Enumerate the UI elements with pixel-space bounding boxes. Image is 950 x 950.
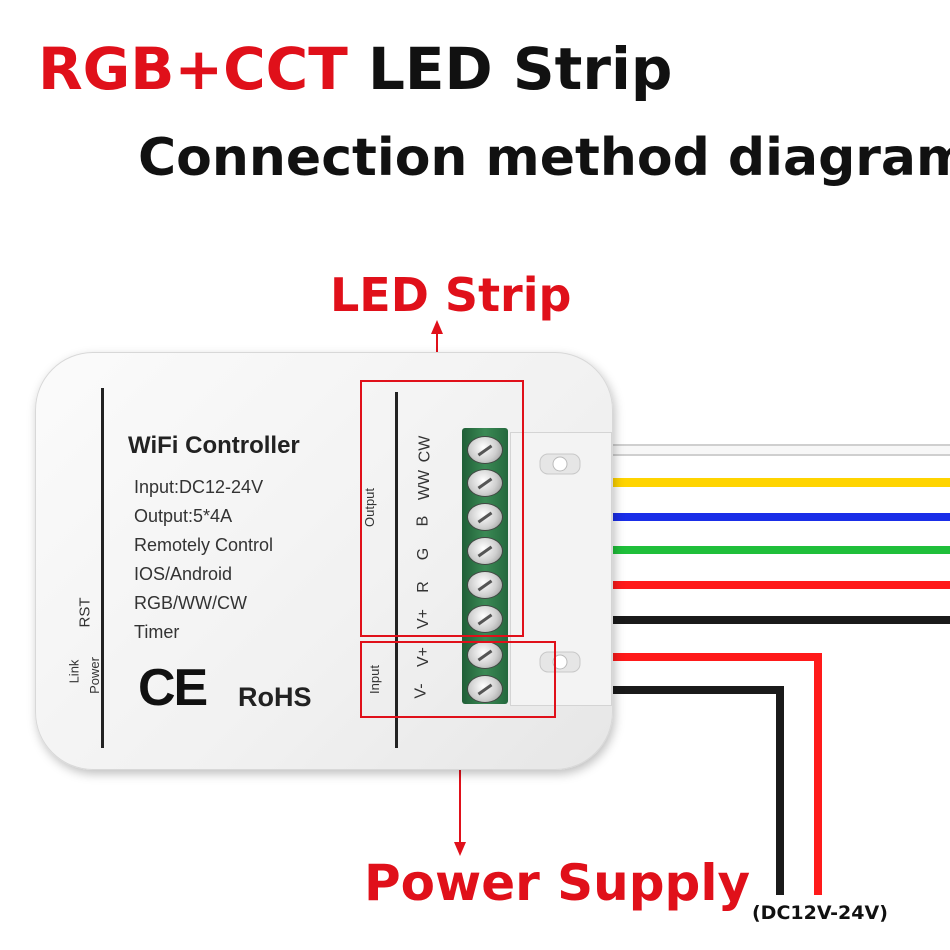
- spec-line: RGB/WW/CW: [134, 593, 247, 613]
- screw-terminal: [468, 504, 502, 530]
- input-highlight-box: [360, 641, 556, 718]
- led-strip-label: LED Strip: [330, 268, 572, 322]
- wire-ww: [505, 478, 950, 487]
- power-label: Power: [86, 657, 102, 694]
- title-led-strip: LED Strip: [347, 35, 673, 103]
- screw-terminal: [468, 572, 502, 598]
- screw-terminal: [468, 437, 502, 463]
- spec-line: Remotely Control: [134, 535, 274, 555]
- wire-b: [505, 513, 950, 521]
- spec-line: Input:DC12-24V: [134, 477, 264, 497]
- right-divider: [395, 392, 398, 748]
- subtitle: Connection method diagram: [138, 128, 950, 188]
- spec-line: Output:5*4A: [134, 506, 233, 526]
- mount-hole-bottom: [552, 654, 568, 670]
- mount-hole-top: [552, 456, 568, 472]
- output-highlight-box: [360, 380, 524, 637]
- wire-vplus: [505, 616, 950, 624]
- controller-name: WiFi Controller: [128, 432, 300, 459]
- wire-cw: [505, 446, 950, 454]
- power-supply-label: Power Supply: [364, 854, 751, 912]
- output-wires: [505, 444, 950, 624]
- screw-terminal: [468, 470, 502, 496]
- mount-details: [539, 453, 581, 673]
- wire-g: [505, 546, 950, 554]
- wire-r: [505, 581, 950, 589]
- title-rgbcct: RGB+CCT: [38, 35, 348, 103]
- screw-terminal: [468, 642, 502, 668]
- voltage-label: (DC12V-24V): [752, 902, 888, 924]
- screw-terminal: [468, 538, 502, 564]
- spec-line: IOS/Android: [134, 564, 233, 584]
- left-divider: [101, 388, 104, 748]
- screw-terminal: [468, 676, 502, 702]
- spec-line: Timer: [134, 622, 180, 642]
- link-label: Link: [66, 659, 82, 684]
- rohs-mark: RoHS: [238, 682, 312, 712]
- arrow-up-head: [431, 320, 443, 334]
- main-title: RGB+CCT LED Strip: [38, 40, 672, 98]
- rst-label: RST: [76, 597, 94, 628]
- arrow-down-head: [454, 842, 466, 856]
- ce-mark: CE: [138, 659, 208, 717]
- screw-terminal: [468, 606, 502, 632]
